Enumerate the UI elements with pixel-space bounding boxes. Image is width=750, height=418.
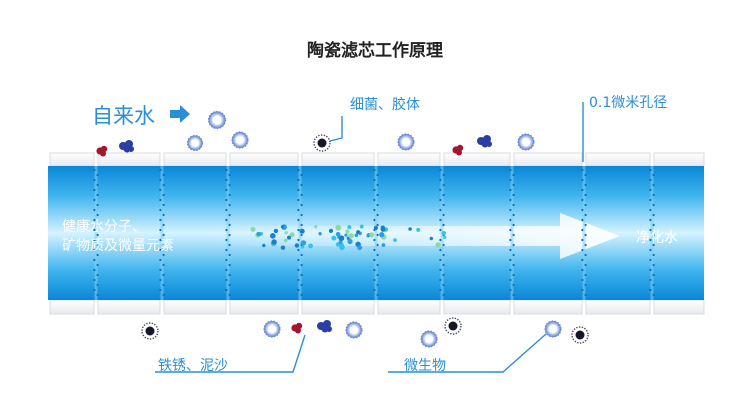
water-molecule-dot [359, 224, 364, 229]
water-molecule-dot [339, 244, 345, 251]
bubble-particle-icon [231, 131, 249, 149]
water-molecule-dot [347, 238, 353, 245]
water-molecule-dot [328, 228, 334, 233]
outflow-label: 净化水 [636, 230, 678, 246]
callout-iron-line [155, 334, 306, 373]
water-molecule-dot [301, 245, 305, 249]
water-molecule-dot [287, 235, 291, 240]
water-molecule-dot [338, 235, 345, 241]
bubble-particle-icon [263, 320, 281, 338]
water-molecule-dot [381, 243, 386, 248]
bubble-particle-icon [397, 133, 415, 151]
water-molecule-dot [256, 231, 261, 237]
pore-column [581, 166, 587, 300]
bubble-particle-icon [186, 134, 204, 152]
bubble-particle-icon [544, 320, 562, 338]
germ-icon [444, 317, 462, 335]
flow-arrow [210, 213, 620, 259]
tube-top-wall [49, 152, 705, 167]
microbes-label: 微生物 [404, 358, 446, 374]
molecules-label-line2: 矿物质及微量元素 [62, 238, 174, 254]
sand-particle-icon [317, 320, 332, 333]
bubble-particle-icon [207, 110, 227, 130]
water-molecule-dot [416, 227, 421, 232]
water-molecule-dot [356, 230, 361, 235]
water-molecule-dot [441, 230, 446, 236]
sand-particle-icon [477, 135, 492, 148]
water-molecule-dot [443, 235, 447, 239]
rust-particle-icon [96, 145, 108, 157]
water-molecule-dot [318, 232, 322, 236]
water-molecule-dot [335, 224, 342, 231]
water-molecule-dot [373, 225, 378, 230]
arrow-right-icon [170, 105, 190, 123]
water-molecules [250, 224, 447, 251]
water-molecule-dot [408, 227, 412, 231]
water-molecule-dot [283, 238, 288, 243]
water-molecule-dot [294, 243, 300, 248]
water-molecule-dot [299, 228, 305, 234]
water-molecule-dot [335, 232, 341, 237]
page-title: 陶瓷滤芯工作原理 [307, 41, 443, 61]
water-molecule-dot [366, 234, 370, 238]
water-molecule-dot [347, 225, 352, 230]
inflow-label: 自来水 [92, 104, 155, 128]
iron-sand-label: 铁锈、泥沙 [158, 358, 228, 374]
pore-column [373, 166, 379, 300]
callout-microbes-line [388, 333, 547, 373]
rust-particle-icon [452, 144, 464, 156]
impurities-bottom [141, 317, 589, 348]
rust-particle-icon [291, 322, 303, 334]
water-molecule-dot [338, 240, 343, 245]
water-molecule-dot [429, 236, 433, 241]
water-molecule-dot [369, 232, 375, 238]
pore-label: 0.1微米孔径 [589, 95, 668, 111]
water-molecule-dot [280, 225, 285, 229]
water-molecule-dot [380, 226, 386, 232]
pore-column [225, 166, 231, 300]
water-molecule-dot [344, 233, 348, 237]
water-molecule-dot [270, 233, 276, 239]
water-molecule-dot [357, 245, 363, 251]
bubble-particle-icon [345, 321, 363, 339]
water-molecule-dot [280, 245, 286, 250]
molecules-label: 健康水分子、 矿物质及微量元素 [62, 218, 174, 256]
tube-bottom-wall [49, 299, 705, 315]
water-molecule-dot [314, 224, 318, 229]
pore-column [509, 166, 515, 300]
molecules-label-line1: 健康水分子、 [62, 219, 146, 235]
sand-particle-icon [119, 140, 134, 153]
water-molecule-dot [300, 240, 307, 246]
germ-icon [571, 326, 589, 344]
water-molecule-dot [348, 233, 354, 239]
bubble-particle-icon [420, 330, 438, 348]
water-molecule-dot [331, 235, 337, 241]
water-molecule-dot [354, 233, 359, 238]
water-molecule-dot [308, 243, 313, 249]
water-molecule-dot [345, 229, 350, 234]
water-molecule-dot [435, 242, 441, 248]
water-molecule-dot [393, 238, 397, 243]
impurities-top [96, 110, 535, 157]
germ-icon [141, 322, 159, 340]
pore-column [649, 166, 655, 300]
pore-column [159, 166, 165, 300]
water-molecule-dot [379, 232, 385, 238]
water-molecule-dot [271, 239, 277, 245]
pore-column [93, 166, 99, 300]
bubble-particle-icon [517, 133, 535, 151]
bacteria-label: 细菌、胶体 [350, 97, 420, 113]
water-molecule-dot [289, 232, 295, 238]
germ-icon [313, 134, 331, 152]
pore-column [297, 166, 303, 300]
water-molecule-dot [273, 228, 279, 234]
water-molecule-dot [250, 226, 256, 232]
water-molecule-dot [262, 243, 266, 248]
water-molecule-dot [284, 231, 288, 235]
